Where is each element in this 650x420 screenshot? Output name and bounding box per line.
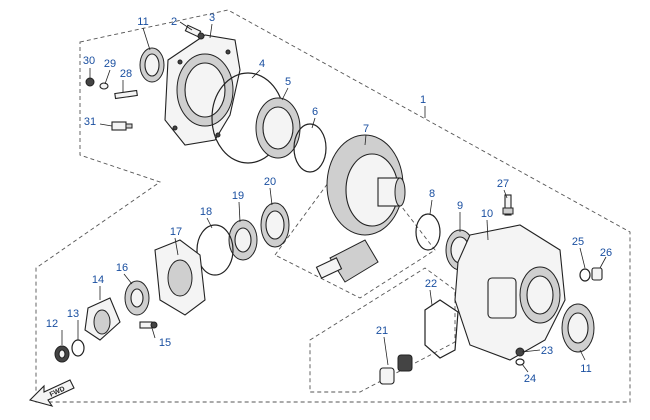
front-bearing-2 <box>228 219 258 261</box>
front-seal <box>124 280 150 316</box>
bushings <box>379 354 413 385</box>
housing-cover <box>164 34 241 146</box>
callout-7: 7 <box>363 123 369 135</box>
callout-11-right: 11 <box>580 363 591 375</box>
callout-24: 24 <box>524 373 536 385</box>
callout-2: 2 <box>171 16 177 28</box>
pinion-gear <box>315 239 379 283</box>
oil-seal-top <box>139 47 165 83</box>
callout-23: 23 <box>541 345 553 357</box>
breather <box>502 194 514 216</box>
callout-5: 5 <box>285 76 291 88</box>
callout-21: 21 <box>376 325 388 337</box>
cover-gasket <box>424 299 459 359</box>
callout-4: 4 <box>259 58 265 70</box>
callout-27: 27 <box>497 178 509 190</box>
oil-seal-right <box>561 303 595 353</box>
ball-bearing <box>255 97 301 159</box>
nut <box>54 345 70 363</box>
gasket-small <box>415 213 441 251</box>
callout-numbers: 1 2 3 4 5 6 7 8 9 10 11 11 12 13 14 15 1… <box>46 12 612 385</box>
callout-22: 22 <box>425 278 437 290</box>
callout-17: 17 <box>170 226 182 238</box>
front-bolt <box>139 321 158 329</box>
callout-11-top: 11 <box>137 16 148 28</box>
small-hardware <box>85 77 138 131</box>
washer <box>71 339 85 357</box>
callout-19: 19 <box>232 190 244 202</box>
callout-16: 16 <box>116 262 128 274</box>
callout-20: 20 <box>264 176 276 188</box>
leader-lines <box>61 21 607 373</box>
front-o-ring <box>196 224 234 276</box>
callout-12: 12 <box>46 318 58 330</box>
shim-ring <box>293 123 327 173</box>
callout-13: 13 <box>67 308 79 320</box>
callout-26: 26 <box>600 247 612 259</box>
callout-28: 28 <box>120 68 132 80</box>
callout-6: 6 <box>312 106 318 118</box>
callout-29: 29 <box>104 58 116 70</box>
front-bearing <box>260 202 290 248</box>
callout-10: 10 <box>481 208 493 220</box>
callout-3: 3 <box>209 12 215 24</box>
main-housing <box>454 224 566 361</box>
callout-31: 31 <box>84 116 96 128</box>
callout-8: 8 <box>429 188 435 200</box>
yoke-flange <box>84 297 121 341</box>
front-cover <box>154 239 206 316</box>
callout-30: 30 <box>83 55 95 67</box>
callout-14: 14 <box>92 274 104 286</box>
fwd-label: FWD <box>49 386 66 399</box>
callout-15: 15 <box>159 337 171 349</box>
callout-9: 9 <box>457 200 463 212</box>
ring-gear <box>326 134 406 236</box>
drain-plug <box>579 267 603 282</box>
callout-1: 1 <box>420 94 426 106</box>
callout-25: 25 <box>572 236 584 248</box>
callout-18: 18 <box>200 206 212 218</box>
